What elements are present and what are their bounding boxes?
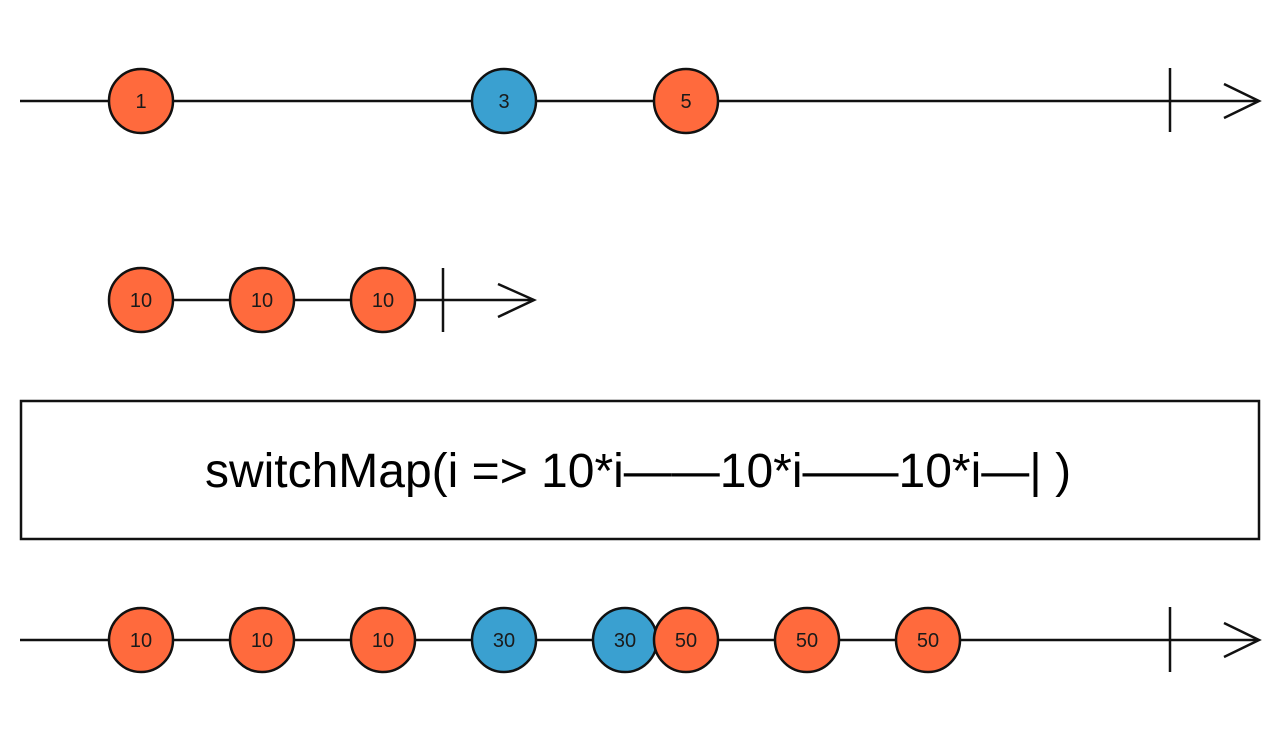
output-marble: 10: [349, 606, 417, 674]
source-timeline: 1 3 5: [20, 67, 1262, 135]
output-marble: 10: [228, 606, 296, 674]
inner-marble-label: 10: [130, 290, 152, 312]
inner-marble-circle: [228, 266, 296, 334]
output-marble-label: 10: [130, 630, 152, 652]
output-marble-circle: [652, 606, 720, 674]
inner-marble: 10: [228, 266, 296, 334]
output-timeline: 10 10 10 30 30 50 50 50: [20, 606, 1262, 674]
inner-marble-circle: [107, 266, 175, 334]
inner-timeline: 10 10 10: [107, 266, 538, 334]
operator-text: switchMap(i => 10*i——10*i——10*i—| ): [205, 445, 1071, 498]
source-marble-label: 1: [135, 91, 146, 113]
source-marble: 3: [470, 67, 538, 135]
source-marble-label: 3: [498, 91, 509, 113]
source-marble-label: 5: [680, 91, 691, 113]
output-marble-circle: [349, 606, 417, 674]
output-marble: 10: [107, 606, 175, 674]
output-marble-label: 50: [917, 630, 939, 652]
inner-marble: 10: [107, 266, 175, 334]
output-marble: 30: [591, 606, 659, 674]
output-marble-label: 10: [372, 630, 394, 652]
source-arrowhead: [1223, 82, 1262, 120]
inner-marble-label: 10: [251, 290, 273, 312]
output-marble-label: 30: [614, 630, 636, 652]
output-marble-label: 30: [493, 630, 515, 652]
source-marble-circle: [652, 67, 720, 135]
source-marble: 1: [107, 67, 175, 135]
output-marble-label: 50: [796, 630, 818, 652]
output-marble: 50: [652, 606, 720, 674]
output-marble-circle: [894, 606, 962, 674]
source-marble-circle: [107, 67, 175, 135]
output-marble: 50: [773, 606, 841, 674]
inner-arrowhead: [497, 282, 538, 319]
inner-marble: 10: [349, 266, 417, 334]
source-marble: 5: [652, 67, 720, 135]
output-marble-circle: [470, 606, 538, 674]
source-marble-circle: [470, 67, 538, 135]
operator-box: switchMap(i => 10*i——10*i——10*i—| ): [19, 399, 1261, 541]
output-arrowhead: [1223, 621, 1262, 659]
output-marble-circle: [773, 606, 841, 674]
inner-marble-circle: [349, 266, 417, 334]
output-marble-label: 10: [251, 630, 273, 652]
output-marble: 50: [894, 606, 962, 674]
output-marble: 30: [470, 606, 538, 674]
output-marble-circle: [228, 606, 296, 674]
inner-marble-label: 10: [372, 290, 394, 312]
output-marble-circle: [107, 606, 175, 674]
output-marble-label: 50: [675, 630, 697, 652]
operator-border: [19, 399, 1261, 541]
